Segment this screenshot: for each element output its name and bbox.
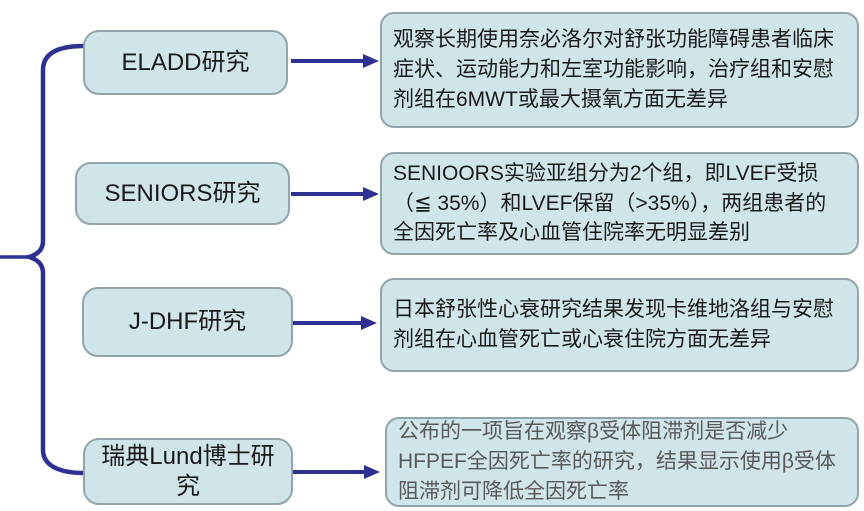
- desc-box-eladd: 观察长期使用奈必洛尔对舒张功能障碍患者临床症状、运动能力和左室功能影响，治疗组和…: [380, 12, 859, 128]
- study-description: 日本舒张性心衰研究结果发现卡维地洛组与安慰剂组在心血管死亡或心衰住院方面无差异: [393, 298, 834, 351]
- study-box-eladd: ELADD研究: [83, 30, 288, 95]
- study-description: 观察长期使用奈必洛尔对舒张功能障碍患者临床症状、运动能力和左室功能影响，治疗组和…: [393, 28, 834, 111]
- study-description: 公布的一项旨在观察β受体阻滞剂是否减少HFPEF全因死亡率的研究，结果显示使用β…: [398, 420, 836, 503]
- arrow-right-icon: [291, 187, 379, 201]
- study-name: 瑞典Lund博士研究: [101, 442, 275, 500]
- study-name: ELADD研究: [121, 48, 250, 76]
- study-box-seniors: SENIORS研究: [75, 162, 290, 225]
- study-name: J-DHF研究: [128, 308, 247, 335]
- arrow-right-icon: [292, 465, 380, 479]
- arrow-right-icon: [291, 54, 379, 68]
- arrow-right-icon: [293, 316, 377, 330]
- study-name: SENIORS研究: [104, 179, 261, 207]
- desc-box-jdhf: 日本舒张性心衰研究结果发现卡维地洛组与安慰剂组在心血管死亡或心衰住院方面无差异: [380, 278, 859, 372]
- study-description: SENIOORS实验亚组分为2个组，即LVEF受损（≦ 35%）和LVEF保留（…: [393, 161, 827, 245]
- left-brace-icon: [20, 43, 87, 476]
- study-box-lund: 瑞典Lund博士研究: [83, 438, 293, 505]
- study-box-jdhf: J-DHF研究: [82, 287, 293, 357]
- desc-box-seniors: SENIOORS实验亚组分为2个组，即LVEF受损（≦ 35%）和LVEF保留（…: [380, 152, 859, 255]
- desc-box-lund: 公布的一项旨在观察β受体阻滞剂是否减少HFPEF全因死亡率的研究，结果显示使用β…: [385, 417, 859, 507]
